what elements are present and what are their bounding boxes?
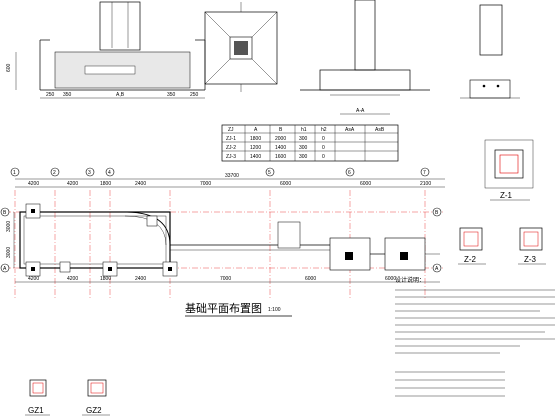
beam-section	[460, 4, 520, 99]
axis-label: 5	[268, 170, 271, 176]
trench-dim-3: A,B	[116, 92, 125, 98]
table-header: AsA	[345, 127, 355, 133]
axis-label: A	[3, 266, 7, 272]
trench-dim-2: 350	[63, 92, 72, 98]
table-cell: 1600	[275, 154, 286, 160]
footing-plan-detail	[204, 2, 278, 92]
total-width: 33700	[225, 173, 239, 179]
footing-table: ZJ A B h1 h2 AsA AsB ZJ-1 1800 2000 300 …	[221, 124, 399, 162]
section-z1-label: Z-1	[500, 191, 513, 200]
top-dim: 1800	[100, 181, 111, 187]
table-header: h1	[301, 127, 307, 133]
table-cell: ZJ-3	[226, 154, 236, 160]
top-dim: 2100	[420, 181, 431, 187]
bottom-dim: 6000	[385, 276, 396, 282]
table-cell: ZJ-2	[226, 145, 236, 151]
bottom-dim: 1800	[100, 276, 111, 282]
trench-dim-4: 350	[167, 92, 176, 98]
table-cell: 300	[299, 154, 308, 160]
notes-title: 设计说明：	[395, 276, 425, 284]
top-dim: 6000	[280, 181, 291, 187]
bottom-dim: 6000	[305, 276, 316, 282]
table-header: ZJ	[228, 127, 234, 133]
left-dim: 3000	[6, 221, 12, 232]
plan-title: 基础平面布置图	[185, 302, 262, 315]
table-cell: 1400	[250, 154, 261, 160]
axis-label: 3	[88, 170, 91, 176]
foundation-plan: 33700 4200 4200 1800 2400 7000 6000 6000…	[0, 167, 445, 317]
top-dim: 6000	[360, 181, 371, 187]
table-header: AsB	[375, 127, 385, 133]
bottom-dim: 7000	[220, 276, 231, 282]
trench-height: 600	[6, 63, 12, 72]
table-cell: 2000	[275, 136, 286, 142]
table-cell: ZJ-1	[226, 136, 236, 142]
axis-label: 6	[348, 170, 351, 176]
top-dim: 7000	[200, 181, 211, 187]
table-cell: 1200	[250, 145, 261, 151]
trench-dim-5: 250	[190, 92, 199, 98]
section-z2-label: Z-2	[464, 255, 477, 264]
top-dim: 4200	[67, 181, 78, 187]
gz2-label: GZ2	[86, 406, 102, 415]
design-notes: 设计说明：	[395, 276, 555, 397]
section-z3-label: Z-3	[524, 255, 537, 264]
axis-label: B	[3, 210, 7, 216]
axis-label: 4	[108, 170, 111, 176]
left-dim: 3000	[6, 247, 12, 258]
bottom-dim: 4200	[67, 276, 78, 282]
column-elevation: A-A	[300, 0, 430, 115]
axis-label: 7	[423, 170, 426, 176]
bottom-dim: 2400	[135, 276, 146, 282]
table-cell: 0	[322, 136, 325, 142]
axis-label: A	[435, 266, 439, 272]
top-dim: 4200	[28, 181, 39, 187]
plan-scale: 1:100	[268, 307, 281, 313]
table-cell: 0	[322, 154, 325, 160]
table-cell: 300	[299, 136, 308, 142]
axis-label: 1	[13, 170, 16, 176]
trench-section: 250 350 A,B 350 250 600	[6, 1, 206, 99]
axis-label: B	[435, 210, 439, 216]
table-cell: 300	[299, 145, 308, 151]
table-header: B	[279, 127, 283, 133]
bottom-dim: 4200	[28, 276, 39, 282]
gz1-label: GZ1	[28, 406, 44, 415]
axis-label: 2	[53, 170, 56, 176]
section-aa-label: A-A	[356, 108, 365, 114]
table-cell: 0	[322, 145, 325, 151]
gz-details: GZ1 GZ2	[25, 379, 110, 416]
column-sections: Z-1 Z-2 Z-3	[458, 139, 546, 265]
top-dim: 2400	[135, 181, 146, 187]
trench-dim-1: 250	[46, 92, 55, 98]
table-header: A	[254, 127, 258, 133]
table-header: h2	[321, 127, 327, 133]
table-cell: 1400	[275, 145, 286, 151]
table-cell: 1800	[250, 136, 261, 142]
